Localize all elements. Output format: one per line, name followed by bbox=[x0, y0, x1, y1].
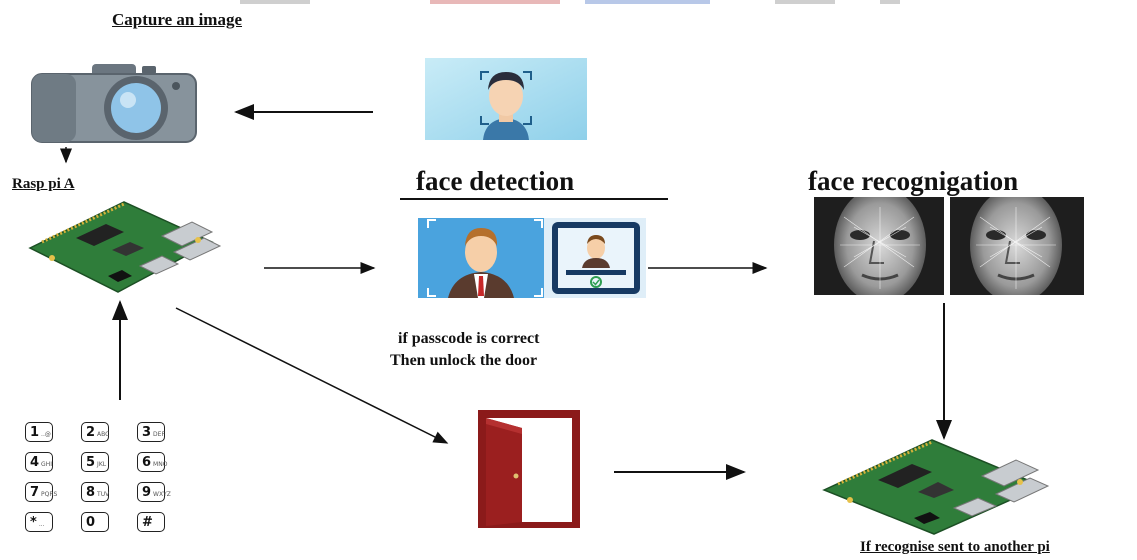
top-strip-gray-2 bbox=[880, 0, 900, 4]
arrow-pi-to-door bbox=[175, 307, 449, 444]
face-recognition-image bbox=[814, 197, 1084, 295]
rasp-pi-a-label: Rasp pi A bbox=[12, 176, 75, 192]
passcode-line-1: if passcode is correct bbox=[398, 330, 540, 347]
capture-label: Capture an image bbox=[112, 10, 243, 29]
raspberry-pi-b-board bbox=[822, 439, 1050, 535]
top-strip-gray bbox=[775, 0, 835, 4]
face-recognition-heading: face recognigation bbox=[808, 166, 1019, 196]
top-strip-blue bbox=[585, 0, 710, 4]
top-strip-left bbox=[240, 0, 310, 4]
raspberry-pi-a-board bbox=[28, 201, 222, 293]
face-scan-image bbox=[425, 58, 587, 140]
face-detection-heading: face detection bbox=[416, 166, 575, 196]
sent-to-pi-label: If recognise sent to another pi bbox=[860, 539, 1050, 555]
camera-icon bbox=[31, 64, 197, 143]
face-detection-image bbox=[418, 218, 646, 298]
passcode-line-2: Then unlock the door bbox=[390, 352, 538, 369]
key-star: *... bbox=[25, 512, 53, 532]
key-0: 0 bbox=[81, 512, 109, 532]
top-strip-red bbox=[430, 0, 560, 4]
key-1: 1..@ bbox=[25, 422, 53, 442]
key-hash: # bbox=[137, 512, 165, 532]
door-icon bbox=[478, 410, 580, 528]
face-detection-underline bbox=[400, 198, 668, 200]
